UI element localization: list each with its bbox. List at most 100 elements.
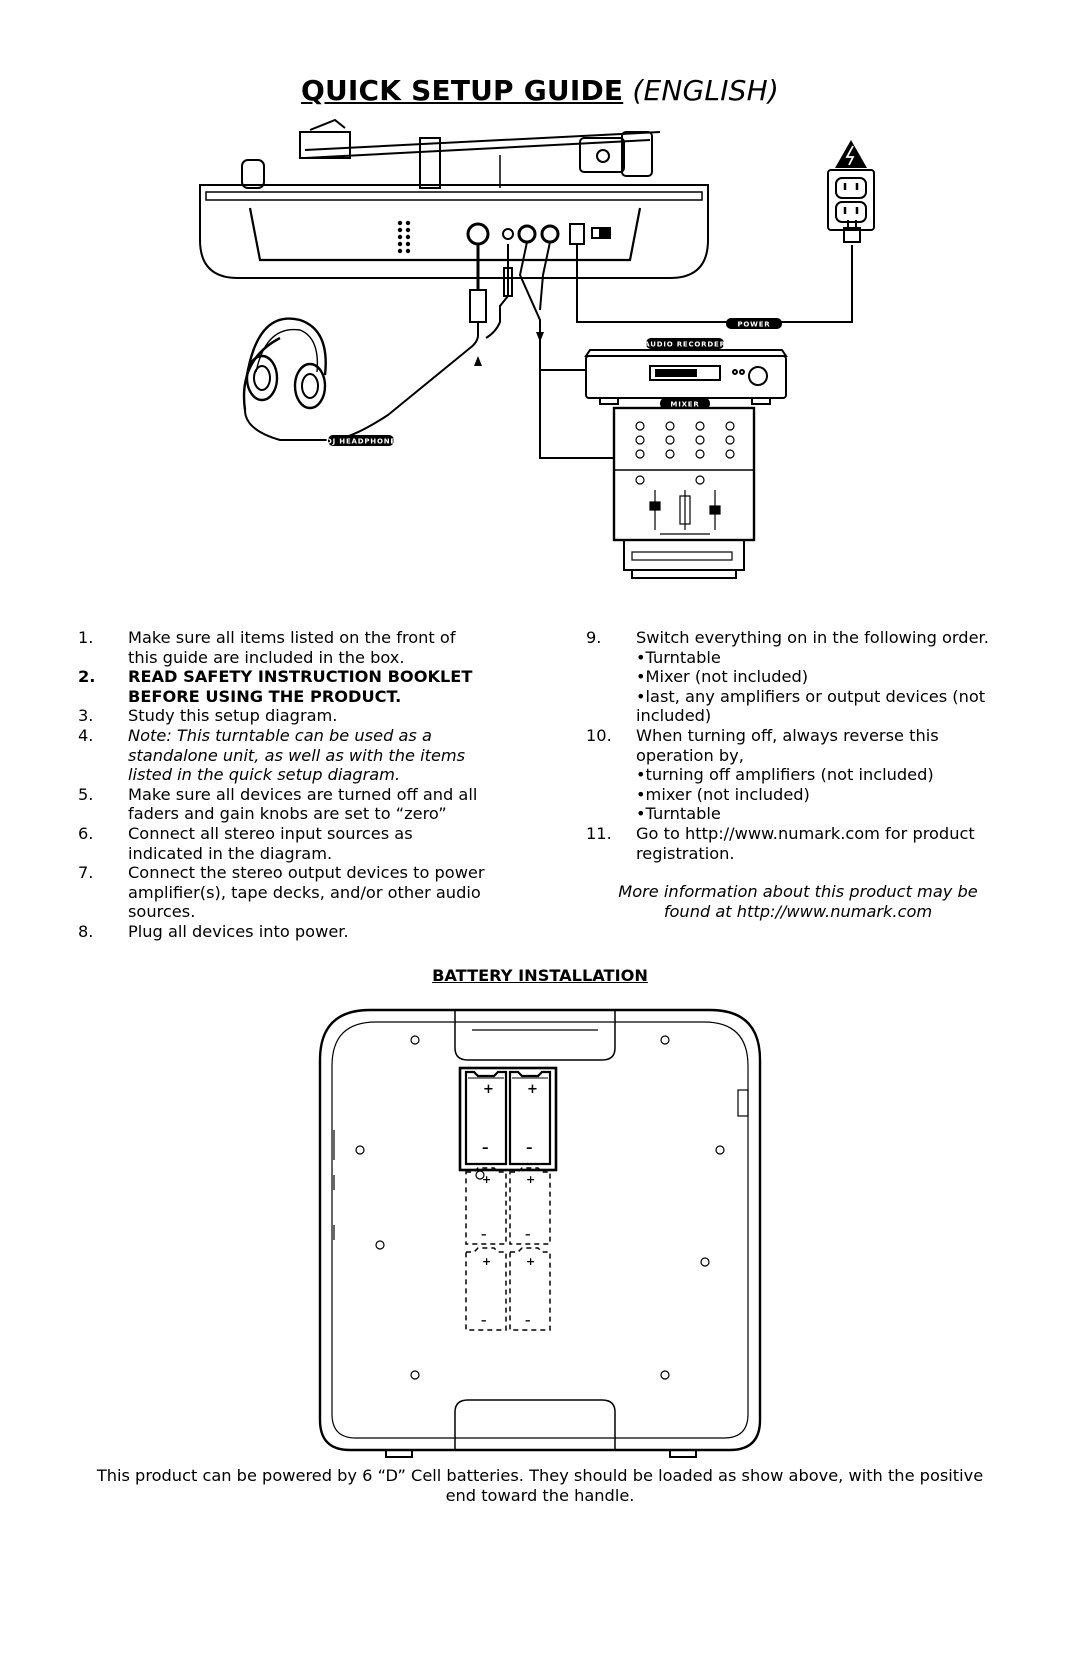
- more-info-line: found at http://www.numark.com: [663, 901, 933, 921]
- list-item: 7. Connect the stereo output devices to …: [78, 863, 518, 922]
- step-number: 7.: [78, 863, 94, 883]
- step-line: registration.: [636, 843, 735, 863]
- list-item: 10. When turning off, always reverse thi…: [586, 726, 1006, 824]
- battery-heading: BATTERY INSTALLATION: [432, 966, 648, 985]
- step-number: 5.: [78, 784, 94, 804]
- battery-minus-sign: –: [481, 1228, 487, 1241]
- list-item: 3. Study this setup diagram.: [78, 706, 518, 726]
- audio-recorder-illustration: [584, 349, 788, 405]
- step-line: included): [636, 706, 712, 726]
- step-line: amplifier(s), tape decks, and/or other a…: [128, 882, 481, 902]
- power-cable: [576, 220, 861, 323]
- battery-slot: [464, 1070, 508, 1166]
- battery-plus-sign: +: [526, 1255, 535, 1268]
- step-number: 3.: [78, 706, 94, 726]
- battery-plus-sign: +: [526, 1173, 535, 1186]
- warning-icon: [835, 140, 867, 168]
- step-line: Plug all devices into power.: [128, 921, 349, 941]
- battery-minus-sign: –: [526, 1141, 533, 1156]
- page-title: QUICK SETUP GUIDE (ENGLISH): [0, 74, 1080, 107]
- step-number: 2.: [78, 667, 96, 687]
- battery-minus-sign: –: [525, 1314, 531, 1327]
- battery-slot-dashed: [465, 1247, 507, 1331]
- label-mixer: MIXER: [660, 398, 710, 409]
- step-line: standalone unit, as well as with the ite…: [128, 745, 466, 765]
- step-line: Go to http://www.numark.com for product: [636, 823, 975, 843]
- battery-plus-sign: +: [483, 1082, 494, 1097]
- list-item: 8. Plug all devices into power.: [78, 922, 518, 942]
- step-line: •Turntable: [636, 804, 721, 824]
- battery-diagram: + – + – + – + – + – + –: [318, 1008, 762, 1458]
- step-line: •last, any amplifiers or output devices …: [636, 686, 986, 706]
- setup-diagram: POWER AUDIO RECORDER MIXER DJ HEADPHONE: [199, 118, 875, 579]
- output-cables: [536, 322, 614, 459]
- label-power-text: POWER: [738, 321, 771, 329]
- step-line: •mixer (not included): [636, 784, 810, 804]
- step-line: listed in the quick setup diagram.: [128, 765, 401, 785]
- battery-plus-sign: +: [527, 1082, 538, 1097]
- title-sub: (ENGLISH): [632, 74, 780, 107]
- step-line: Switch everything on in the following or…: [636, 628, 989, 647]
- step-number: 10.: [586, 725, 612, 745]
- step-line: •Mixer (not included): [636, 667, 809, 687]
- turntable-underside-illustration: [318, 1008, 762, 1458]
- label-headphone-text: DJ HEADPHONE: [326, 438, 396, 446]
- turntable-illustration: [199, 118, 709, 279]
- list-item: 11. Go to http://www.numark.com for prod…: [586, 824, 1006, 863]
- step-number: 6.: [78, 823, 94, 843]
- battery-plus-sign: +: [482, 1173, 491, 1186]
- battery-slot-dashed: [509, 1167, 551, 1245]
- battery-slot: [508, 1070, 552, 1166]
- list-item: 9. Switch everything on in the following…: [586, 628, 1006, 726]
- label-headphone: DJ HEADPHONE: [326, 435, 396, 446]
- battery-slot-dashed: [509, 1247, 551, 1331]
- label-audio-recorder-text: AUDIO RECORDER: [644, 341, 726, 349]
- label-power: POWER: [726, 318, 782, 329]
- steps-right-column: 9. Switch everything on in the following…: [586, 628, 1006, 921]
- battery-slot-dashed: [465, 1167, 507, 1245]
- step-number: 4.: [78, 725, 94, 745]
- battery-minus-sign: –: [482, 1141, 489, 1156]
- list-item: 4. Note: This turntable can be used as a…: [78, 726, 518, 785]
- step-line: Make sure all devices are turned off and…: [128, 784, 478, 804]
- step-line: •turning off amplifiers (not included): [636, 765, 934, 785]
- mixer-illustration: [612, 406, 756, 579]
- label-audio-recorder: AUDIO RECORDER: [644, 338, 726, 349]
- battery-note-line: end toward the handle.: [445, 1486, 635, 1505]
- step-line: indicated in the diagram.: [128, 843, 333, 863]
- step-number: 8.: [78, 921, 94, 941]
- title-main: QUICK SETUP GUIDE: [300, 74, 624, 107]
- battery-note: This product can be powered by 6 “D” Cel…: [70, 1466, 1010, 1506]
- list-item: 5. Make sure all devices are turned off …: [78, 785, 518, 824]
- step-line: sources.: [128, 902, 196, 922]
- step-number: 9.: [586, 628, 602, 647]
- step-line: When turning off, always reverse this: [636, 725, 939, 745]
- step-line: Connect all stereo input sources as: [128, 823, 413, 843]
- battery-tray: [458, 1066, 558, 1172]
- headphones-icon: [242, 317, 327, 411]
- step-line: Note: This turntable can be used as a: [128, 725, 432, 745]
- step-line: faders and gain knobs are set to “zero”: [128, 804, 447, 824]
- step-line: Make sure all items listed on the front …: [128, 628, 456, 647]
- step-line: Study this setup diagram.: [128, 706, 338, 726]
- wall-outlet-icon: [827, 169, 875, 231]
- more-info-note: More information about this product may …: [586, 882, 1006, 921]
- battery-minus-sign: –: [525, 1228, 531, 1241]
- step-number: 11.: [586, 823, 612, 843]
- step-line: this guide are included in the box.: [128, 647, 405, 667]
- step-line: •Turntable: [636, 647, 721, 667]
- more-info-line: More information about this product may …: [618, 882, 978, 902]
- step-line: Connect the stereo output devices to pow…: [128, 863, 485, 883]
- step-number: 1.: [78, 628, 94, 647]
- battery-plus-sign: +: [482, 1255, 491, 1268]
- label-mixer-text: MIXER: [670, 401, 699, 409]
- step-line: READ SAFETY INSTRUCTION BOOKLET: [128, 667, 473, 687]
- step-line: operation by,: [636, 745, 744, 765]
- step-line: BEFORE USING THE PRODUCT.: [128, 686, 402, 706]
- steps-left-column: 1. Make sure all items listed on the fro…: [78, 628, 518, 942]
- battery-note-line: This product can be powered by 6 “D” Cel…: [96, 1466, 984, 1485]
- headphone-cable: [244, 241, 551, 441]
- battery-minus-sign: –: [481, 1314, 487, 1327]
